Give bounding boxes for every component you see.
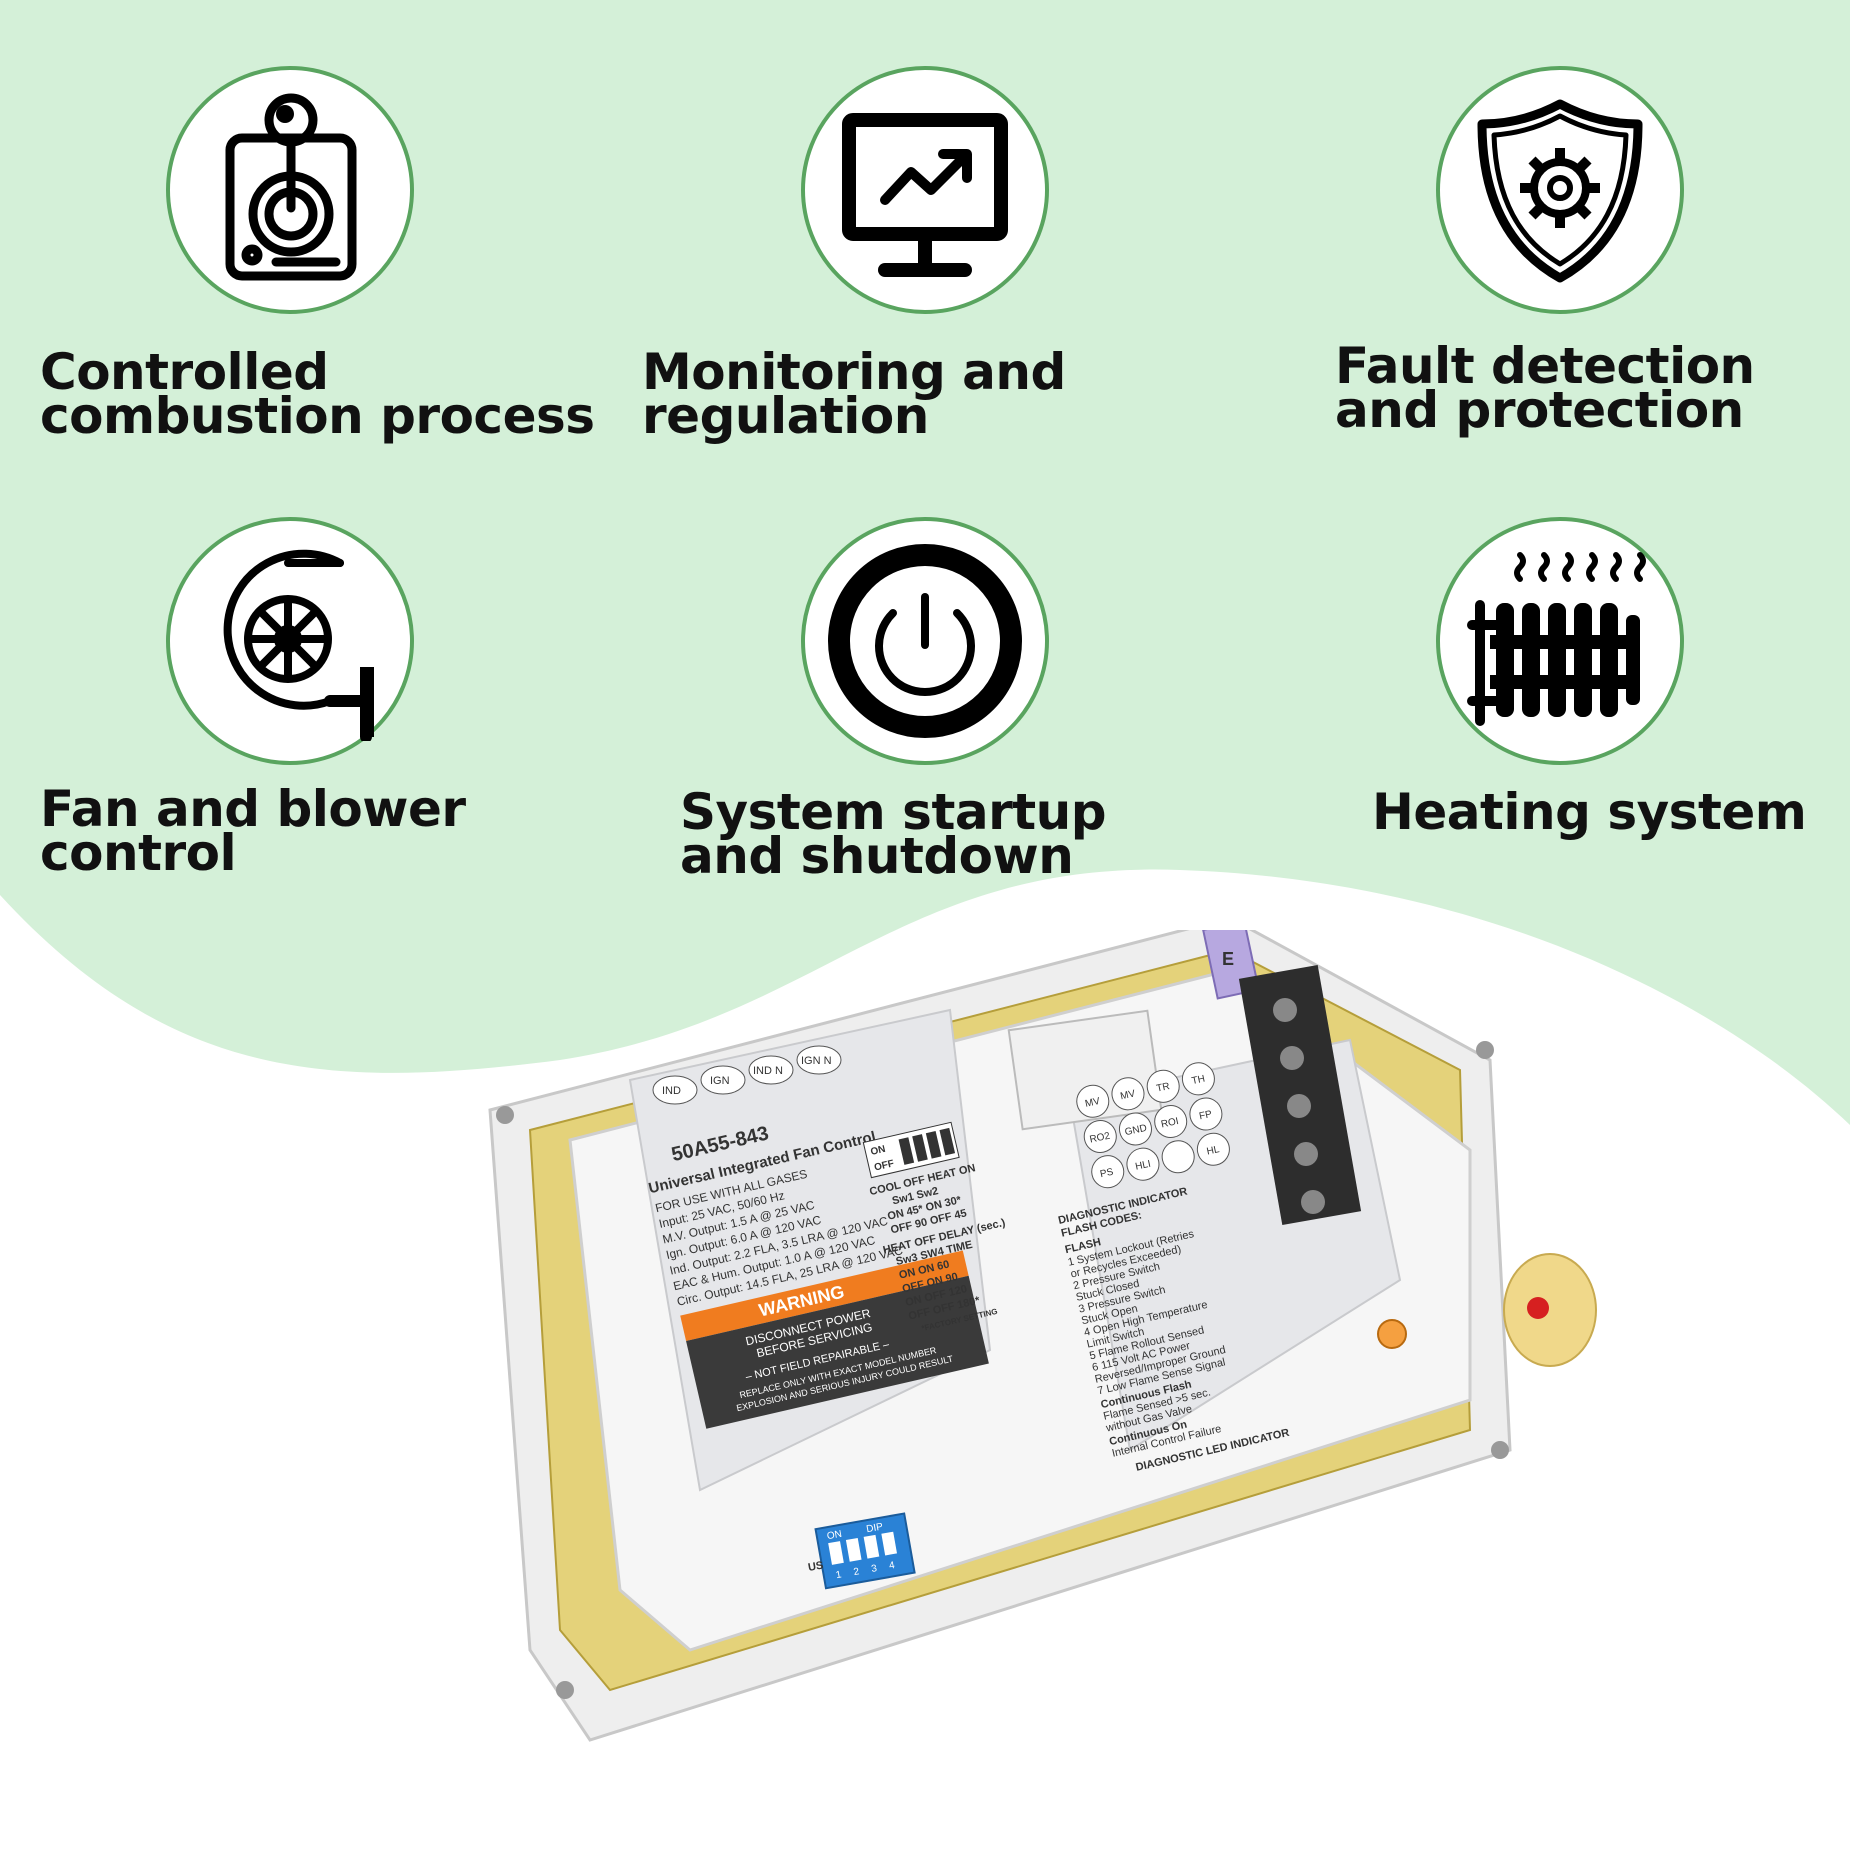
fuse-label: E xyxy=(1222,949,1234,969)
terminal-label: TR xyxy=(1156,1081,1171,1095)
us-label: US xyxy=(807,1559,824,1573)
diagnostic-led xyxy=(1377,1319,1407,1349)
feature-circle-power xyxy=(801,517,1049,765)
joystick-icon xyxy=(225,93,357,281)
terminal-label: FP xyxy=(1198,1109,1213,1122)
feature-label-fan: Fan and blower control xyxy=(40,780,466,882)
feature-label-startup: System startup and shutdown xyxy=(680,783,1107,885)
feature-circle-combustion xyxy=(166,66,414,314)
terminal-label: TH xyxy=(1191,1074,1206,1088)
connector-ign-n: IGN N xyxy=(801,1055,832,1067)
terminal-label: HLI xyxy=(1134,1159,1152,1173)
blue-dip-label: DIP xyxy=(865,1521,884,1535)
red-led xyxy=(1527,1297,1549,1319)
blower-fan-icon xyxy=(223,549,374,741)
terminal-label: MV xyxy=(1119,1088,1136,1102)
power-button-icon xyxy=(828,544,1022,738)
terminal-legend: MV MV TR TH RO2 GND ROI FP PS HLI HL xyxy=(1076,1062,1230,1189)
feature-circle-monitoring xyxy=(801,66,1049,314)
feature-circle-fault xyxy=(1436,66,1684,314)
warning-banner xyxy=(680,1250,969,1342)
blue-dip-on: ON xyxy=(826,1529,843,1542)
feature-label-heating: Heating system xyxy=(1372,783,1807,841)
connector-labels: IND IGN IND N IGN N xyxy=(652,1045,842,1105)
terminal-strip xyxy=(1238,964,1362,1226)
feature-label-monitoring: Monitoring and regulation xyxy=(642,343,1066,445)
blue-dip-number: 4 xyxy=(888,1560,896,1572)
dip-on-label: ON xyxy=(870,1144,887,1158)
blue-dip-number: 1 xyxy=(835,1569,843,1581)
terminal-label: GND xyxy=(1124,1123,1148,1138)
terminal-label: HL xyxy=(1206,1144,1221,1158)
terminal-label: PS xyxy=(1099,1167,1115,1181)
shield-gear-icon xyxy=(1477,99,1643,283)
blue-dip-number: 2 xyxy=(853,1566,861,1578)
fan-control-board: E IND IGN IND N IGN N 50A55-843 Universa… xyxy=(488,930,1597,1742)
feature-circle-heating xyxy=(1436,517,1684,765)
feature-label-fault: Fault detection and protection xyxy=(1335,337,1755,439)
terminal-label: ROI xyxy=(1160,1116,1180,1130)
blue-dip-number: 3 xyxy=(870,1563,878,1575)
connector-ign: IGN xyxy=(710,1075,730,1087)
terminal-label: MV xyxy=(1084,1096,1101,1110)
led-window xyxy=(1503,1253,1597,1367)
blue-dip-switch[interactable]: ON DIP 1 2 3 4 US xyxy=(802,1512,916,1591)
feature-circle-fan xyxy=(166,517,414,765)
monitor-chart-icon xyxy=(842,113,1008,277)
connector-ind: IND xyxy=(662,1085,681,1097)
connector-ind-n: IND N xyxy=(753,1065,783,1077)
dip-off-label: OFF xyxy=(873,1158,895,1173)
terminal-label: RO2 xyxy=(1089,1130,1112,1145)
radiator-icon xyxy=(1467,552,1646,726)
feature-label-combustion: Controlled combustion process xyxy=(40,343,595,445)
